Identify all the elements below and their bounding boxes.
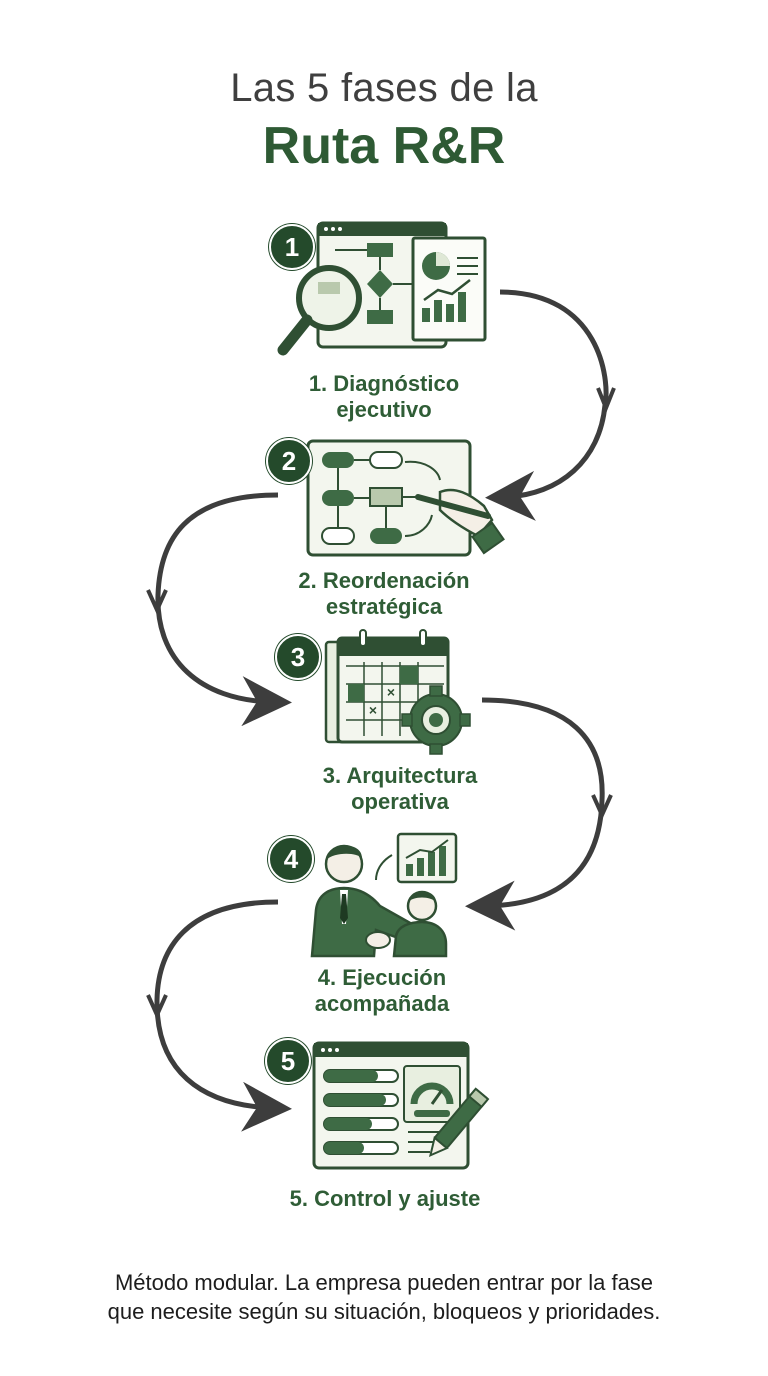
svg-text:×: × bbox=[369, 702, 377, 718]
phase-2-label: 2. Reordenación estratégica bbox=[298, 568, 470, 619]
title-line-2: Ruta R&R bbox=[262, 117, 506, 175]
phase-1-badge: 1 bbox=[269, 224, 315, 270]
phase-2-badge: 2 bbox=[266, 438, 312, 484]
arrow-4-to-5-mid bbox=[146, 994, 168, 1020]
hand-drawing-flowchart-icon bbox=[306, 439, 505, 557]
arrow-2-to-3 bbox=[155, 492, 292, 727]
arrow-1-to-2-mid bbox=[596, 387, 616, 414]
svg-text:×: × bbox=[387, 684, 395, 700]
arrow-2-to-3-mid bbox=[146, 589, 168, 615]
footer-line-1: Método modular. La empresa pueden entrar… bbox=[114, 1270, 654, 1295]
footer-note: Método modular. La empresa pueden entrar… bbox=[0, 1268, 768, 1326]
phase-5-label: 5. Control y ajuste bbox=[289, 1186, 481, 1211]
footer-line-2: que necesite según su situación, bloqueo… bbox=[107, 1299, 661, 1324]
phase-5-badge: 5 bbox=[265, 1038, 311, 1084]
arrow-1-to-2 bbox=[485, 289, 609, 521]
arrow-3-to-4 bbox=[465, 697, 605, 931]
arrow-4-to-5 bbox=[154, 899, 292, 1132]
phase-1-label: 1. Diagnóstico ejecutivo bbox=[308, 371, 460, 422]
dashboard-gauge-pencil-icon bbox=[312, 1041, 490, 1170]
title-line-1: Las 5 fases de la bbox=[230, 66, 538, 110]
magnifier-flowchart-report-icon bbox=[277, 221, 487, 356]
mentor-handshake-icon bbox=[310, 832, 458, 958]
arrow-3-to-4-mid bbox=[591, 794, 613, 820]
phase-3-badge: 3 bbox=[275, 634, 321, 680]
phase-4-label: 4. Ejecución acompañada bbox=[314, 965, 450, 1016]
phase-4-badge: 4 bbox=[268, 836, 314, 882]
calendar-gear-icon: × × bbox=[324, 629, 471, 755]
phase-3-label: 3. Arquitectura operativa bbox=[322, 763, 478, 814]
